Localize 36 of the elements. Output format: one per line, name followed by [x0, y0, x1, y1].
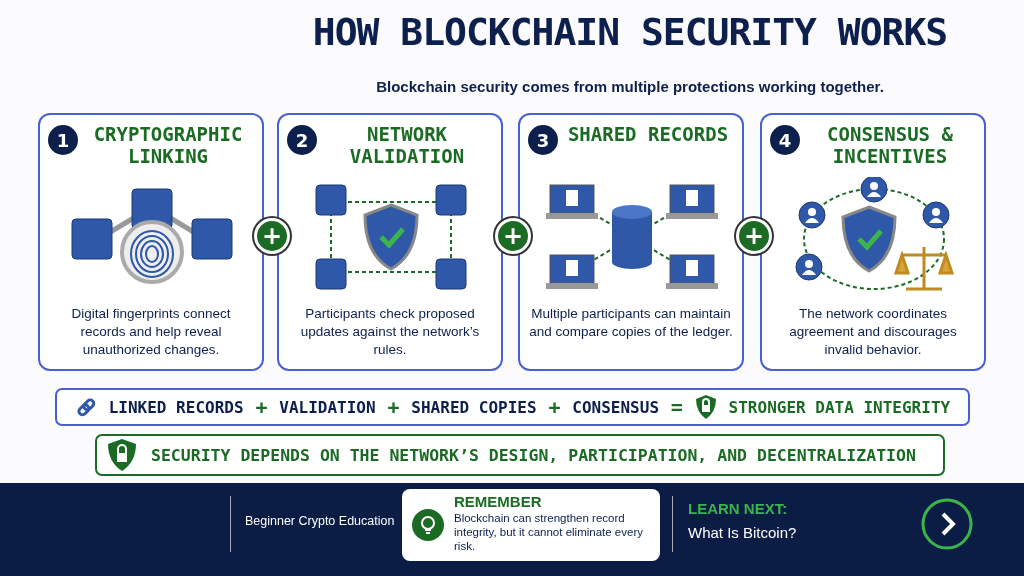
step-description: Participants check proposed updates against the network’s rules. — [299, 305, 481, 359]
operator-sign: + — [387, 395, 400, 419]
learn-next-topic: What Is Bitcoin? — [688, 524, 797, 541]
step-heading: SHARED RECORDS — [566, 123, 730, 145]
subtitle: Blockchain security comes from multiple protections working together. — [375, 78, 885, 95]
step-card — [760, 113, 986, 371]
title: HOW BLOCKCHAIN SECURITY WORKS — [311, 10, 949, 54]
remember-card — [402, 489, 660, 561]
banner-text: SECURITY DEPENDS ON THE NETWORK’S DESIGN, PARTICIPATION, AND DECENTRALIZATION — [151, 445, 916, 465]
operator-sign: + — [255, 395, 268, 419]
step-number: 1 — [48, 125, 78, 155]
step-description: Multiple participants can maintain and compare copies of the ledger. — [528, 305, 734, 341]
remember-text: Blockchain can strengthen record integrity, but it cannot eliminate every risk. — [454, 511, 644, 553]
step-number: 2 — [287, 125, 317, 155]
operator-sign: + — [548, 395, 561, 419]
formula-term: CONSENSUS — [572, 397, 659, 417]
formula-term: VALIDATION — [279, 397, 376, 417]
step-heading: CRYPTOGRAPHIC LINKING — [92, 123, 244, 167]
formula-term: LINKED RECORDS — [108, 397, 244, 417]
step-card — [38, 113, 264, 371]
learn-next-heading: LEARN NEXT: — [688, 500, 788, 517]
plus-sign: + — [495, 218, 531, 254]
step-number: 3 — [528, 125, 558, 155]
plus-sign: + — [736, 218, 772, 254]
formula-term: SHARED COPIES — [411, 397, 537, 417]
step-heading: CONSENSUS & INCENTIVES — [826, 123, 954, 167]
remember-heading: REMEMBER — [454, 493, 542, 510]
operator-sign: = — [670, 395, 683, 419]
formula-bar — [55, 388, 970, 426]
formula-term: STRONGER DATA INTEGRITY — [728, 397, 951, 417]
step-number: 4 — [770, 125, 800, 155]
security-banner — [95, 434, 945, 476]
step-heading: NETWORK VALIDATION — [348, 123, 466, 167]
step-description: Digital fingerprints connect records and help reveal unauthorized changes. — [70, 305, 232, 359]
step-description: The network coordinates agreement and discourages invalid behavior. — [788, 305, 958, 359]
plus-sign: + — [254, 218, 290, 254]
